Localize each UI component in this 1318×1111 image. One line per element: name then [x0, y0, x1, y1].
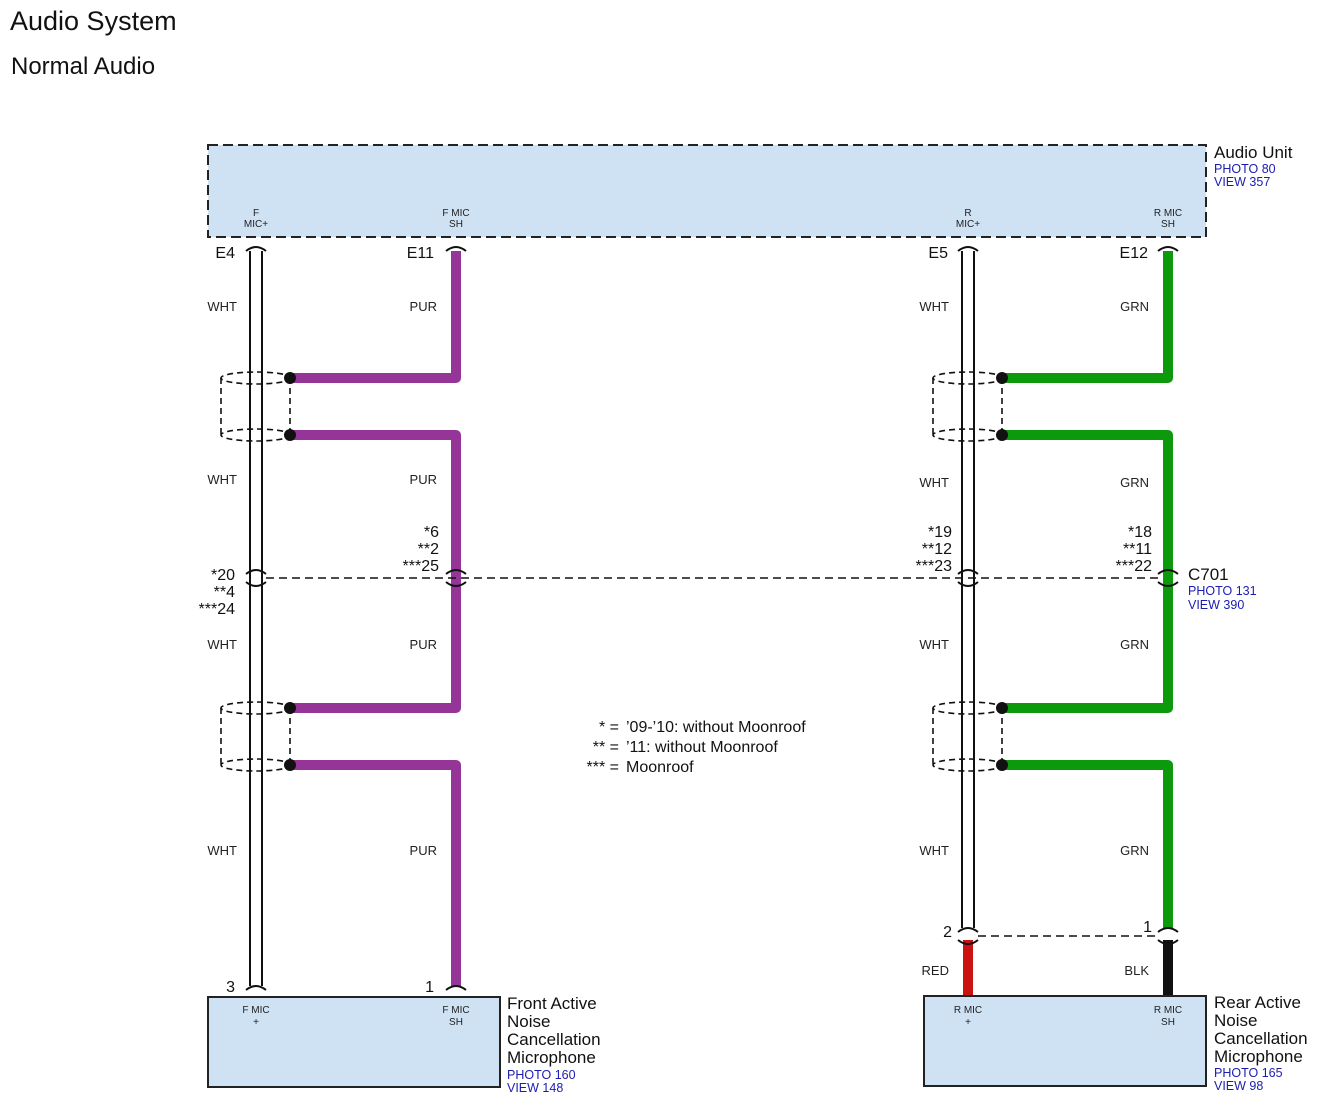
wire-color-label: BLK	[1124, 963, 1149, 978]
shield-symbol	[932, 371, 1004, 442]
wire-color-label: PUR	[410, 637, 437, 652]
terminal-f-mic-sh-line1: F MIC	[442, 208, 469, 219]
c701-pin-label: **12	[922, 541, 952, 558]
c701-pin-label: *6	[424, 524, 439, 541]
rear-mic: R MIC + R MIC SH Rear Active Noise Cance…	[923, 993, 1308, 1093]
terminal-label: R MIC	[954, 1005, 982, 1016]
pin-e4: E4	[215, 245, 235, 262]
wire-color-label: PUR	[410, 843, 437, 858]
audio-unit-name: Audio Unit	[1214, 143, 1293, 162]
c701-pin-label: *18	[1128, 524, 1152, 541]
front-mic-name: Front Active	[507, 994, 597, 1013]
legend-text: ’11: without Moonroof	[626, 739, 778, 756]
pin-e12: E12	[1120, 245, 1149, 262]
wire-color-label: WHT	[207, 843, 237, 858]
rear-mic-box	[923, 995, 1207, 1087]
rear-mic-view: VIEW 98	[1214, 1079, 1263, 1093]
front-mic-box	[207, 996, 501, 1088]
c701-pin-label: **4	[214, 584, 235, 601]
legend-mark: *** =	[587, 759, 619, 776]
connector-c701-name: C701	[1188, 565, 1229, 584]
terminal-label: SH	[1161, 1017, 1175, 1028]
terminal-r-mic-plus-line1: R	[964, 208, 971, 219]
rear-mic-photo: PHOTO 165	[1214, 1066, 1283, 1080]
connector-marks	[245, 246, 1179, 991]
wire-color-label: WHT	[919, 299, 949, 314]
audio-unit-photo: PHOTO 80	[1214, 162, 1276, 176]
wire-f-mic-plus	[249, 251, 263, 986]
wire-color-label: WHT	[919, 637, 949, 652]
audio-unit-box	[207, 144, 1207, 238]
wire-color-label: GRN	[1120, 637, 1149, 652]
c701-pin-label: ***22	[1116, 558, 1153, 575]
c701-pin-label: ***24	[199, 601, 236, 618]
wire-color-label: WHT	[207, 472, 237, 487]
wire-color-label: RED	[922, 963, 949, 978]
page-title: Audio System	[10, 6, 177, 36]
terminal-r-mic-sh-line1: R MIC	[1154, 208, 1182, 219]
front-mic-name: Microphone	[507, 1048, 596, 1067]
c701-pin-label: *20	[211, 567, 235, 584]
front-mic: 3 1 F MIC + F MIC SH Front Active Noise …	[207, 979, 601, 1095]
rear-mic-name: Microphone	[1214, 1047, 1303, 1066]
terminal-label: F MIC	[442, 1005, 469, 1016]
rear-mic-name: Rear Active	[1214, 993, 1301, 1012]
terminal-label: +	[253, 1017, 259, 1028]
front-mic-name: Cancellation	[507, 1030, 601, 1049]
legend: * = ’09-’10: without Moonroof ** = ’11: …	[587, 719, 807, 776]
wire-color-label: PUR	[410, 472, 437, 487]
wire-color-label: GRN	[1120, 843, 1149, 858]
splice-dot	[284, 372, 1008, 771]
connector-c701-photo: PHOTO 131	[1188, 584, 1257, 598]
wire-color-label: WHT	[207, 299, 237, 314]
c701-pin-label: **11	[1123, 541, 1152, 558]
connector-c701-view: VIEW 390	[1188, 598, 1244, 612]
audio-unit: Audio Unit PHOTO 80 VIEW 357 F MIC+ F MI…	[207, 143, 1293, 262]
terminal-f-mic-plus-line1: F	[253, 208, 259, 219]
terminal-f-mic-plus-line2: MIC+	[244, 219, 268, 230]
pin-e5: E5	[928, 245, 948, 262]
front-mic-pin-label: 3	[226, 979, 235, 996]
shield-symbol	[932, 701, 1004, 772]
legend-text: Moonroof	[626, 759, 694, 776]
audio-unit-view: VIEW 357	[1214, 175, 1270, 189]
rear-mic-pin-label: 2	[943, 924, 952, 941]
wire-color-label: WHT	[207, 637, 237, 652]
terminal-r-mic-sh-line2: SH	[1161, 219, 1175, 230]
wire-f-mic-shield	[290, 251, 461, 986]
wire-r-mic-plus	[961, 251, 975, 928]
legend-mark: * =	[599, 719, 619, 736]
c701-pin-label: ***25	[403, 558, 440, 575]
front-mic-photo: PHOTO 160	[507, 1068, 576, 1082]
page-subtitle: Normal Audio	[11, 53, 155, 80]
wire-color-label: PUR	[410, 299, 437, 314]
front-mic-view: VIEW 148	[507, 1081, 563, 1095]
legend-mark: ** =	[593, 739, 619, 756]
c701-pin-label: **2	[418, 541, 439, 558]
rear-mic-name: Cancellation	[1214, 1029, 1308, 1048]
wire-color-label: WHT	[919, 475, 949, 490]
pin-e11: E11	[407, 245, 434, 262]
terminal-label: F MIC	[242, 1005, 269, 1016]
terminal-label: R MIC	[1154, 1005, 1182, 1016]
terminal-f-mic-sh-line2: SH	[449, 219, 463, 230]
wire-color-label: GRN	[1120, 475, 1149, 490]
front-mic-pin-label: 1	[425, 979, 434, 996]
c701-pin-label: ***23	[916, 558, 953, 575]
rear-mic-pin-label: 1	[1143, 919, 1152, 936]
legend-text: ’09-’10: without Moonroof	[626, 719, 806, 736]
front-mic-name: Noise	[507, 1012, 550, 1031]
shield-symbol	[220, 701, 292, 772]
wire-r-mic-shield	[1002, 251, 1173, 928]
c701-pin-label: *19	[928, 524, 952, 541]
shield-symbol	[220, 371, 292, 442]
wire-color-label: GRN	[1120, 299, 1149, 314]
terminal-r-mic-plus-line2: MIC+	[956, 219, 980, 230]
rear-mic-name: Noise	[1214, 1011, 1257, 1030]
terminal-label: +	[965, 1017, 971, 1028]
terminal-label: SH	[449, 1017, 463, 1028]
wire-color-label: WHT	[919, 843, 949, 858]
